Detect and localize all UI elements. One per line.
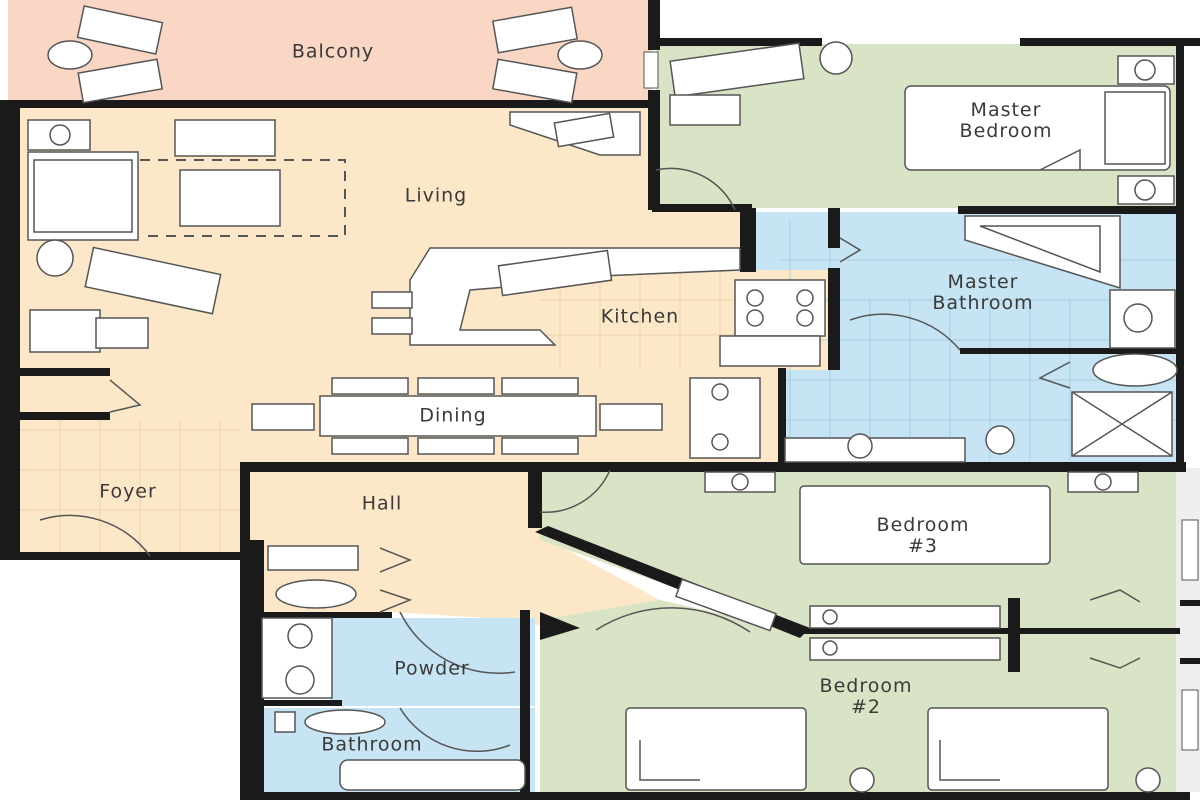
furniture	[27, 5, 1178, 793]
balcony-label: Balcony	[291, 40, 375, 63]
bathroom-label: Bathroom	[321, 733, 423, 756]
master-bathroom-label: Master Bathroom	[932, 271, 1034, 314]
living-label: Living	[404, 184, 468, 207]
bedroom2-label: Bedroom #2	[819, 675, 913, 718]
powder-label: Powder	[394, 657, 470, 680]
rug-outline	[140, 159, 346, 237]
powder-area	[330, 618, 535, 706]
hall-label: Hall	[361, 492, 403, 515]
master-bedroom-label: Master Bedroom	[959, 99, 1053, 142]
kitchen-tile-grid	[20, 270, 745, 560]
dining-label: Dining	[419, 404, 487, 427]
windows	[643, 51, 1199, 751]
door-swings	[39, 167, 1141, 753]
foyer-label: Foyer	[99, 480, 157, 503]
bedroom3-label: Bedroom #3	[876, 514, 970, 557]
kitchen-label: Kitchen	[600, 305, 680, 328]
